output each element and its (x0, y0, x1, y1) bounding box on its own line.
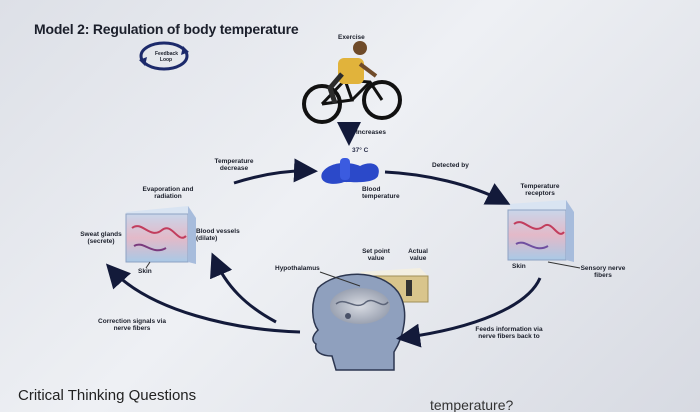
correction-signals-label: Correction signals via nerve fibers (98, 318, 166, 333)
hypothalamus-label: Hypothalamus (275, 265, 320, 272)
cyclist-icon (302, 41, 402, 124)
head-brain-icon (312, 273, 406, 371)
evaporation-radiation-label: Evaporation and radiation (142, 186, 194, 201)
temperature-value: 37° C (352, 147, 369, 154)
increases-label: Increases (356, 129, 386, 136)
set-point-label: Set point value (362, 248, 390, 263)
skin-section-right (507, 200, 574, 262)
skin-label-left: Skin (138, 268, 152, 275)
feedback-loop-icon (139, 41, 189, 71)
blood-temperature-label: Blood temperature (362, 186, 400, 201)
feeds-information-label: Feeds information via nerve fibers back … (475, 326, 543, 341)
page-title: Model 2: Regulation of body temperature (34, 21, 299, 37)
temperature-decrease-label: Temperature decrease (214, 158, 254, 173)
blood-vessels-label: Blood vessels (dilate) (196, 228, 240, 243)
cut-off-question-text: temperature? (430, 397, 514, 412)
critical-thinking-heading: Critical Thinking Questions (18, 387, 197, 404)
actual-value-label: Actual value (408, 248, 428, 263)
exercise-label: Exercise (338, 34, 365, 41)
temperature-receptors-label: Temperature receptors (520, 183, 560, 198)
detected-by-label: Detected by (432, 162, 469, 169)
feedback-loop-label: Feedback Loop (155, 51, 179, 63)
sensory-nerve-fibers-label: Sensory nerve fibers (580, 265, 626, 280)
blood-vessel-icon (321, 158, 379, 184)
skin-label-right: Skin (512, 263, 526, 270)
skin-section-left (125, 206, 196, 264)
sweat-glands-label: Sweat glands (secrete) (80, 231, 122, 246)
